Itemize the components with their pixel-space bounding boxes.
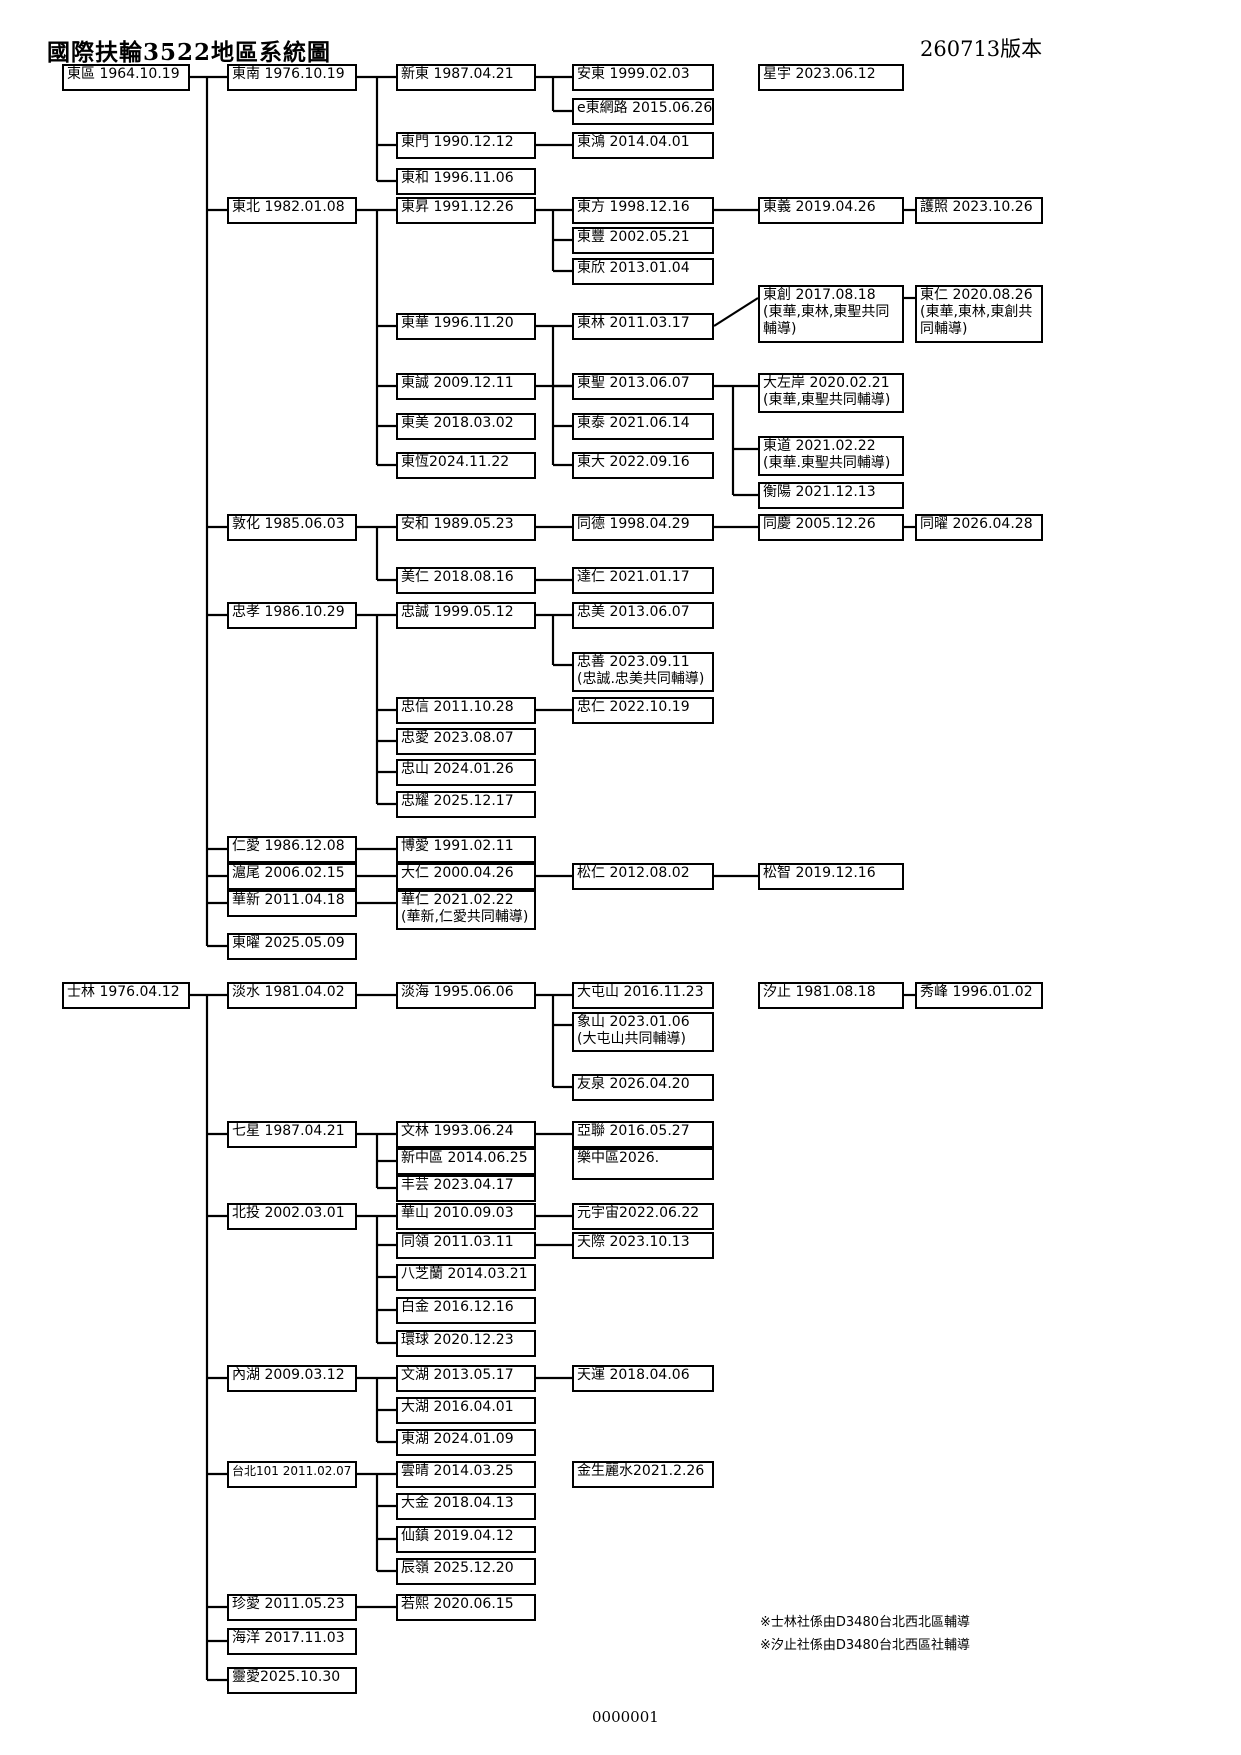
club-box-baijin: 白金 2016.12.16 xyxy=(396,1297,536,1324)
club-box-zhongshan2: 忠善 2023.09.11(忠誠.忠美共同輔導) xyxy=(572,652,714,692)
club-box-dongda: 東大 2022.09.16 xyxy=(572,452,714,479)
page-footer: 0000001 xyxy=(592,1708,659,1726)
club-box-zhongmei: 忠美 2013.06.07 xyxy=(572,602,714,629)
club-box-meiren: 美仁 2018.08.16 xyxy=(396,567,536,594)
club-box-zhongren: 忠仁 2022.10.19 xyxy=(572,697,714,724)
club-box-neihu: 內湖 2009.03.12 xyxy=(227,1365,357,1392)
club-box-wenhu: 文湖 2013.05.17 xyxy=(396,1365,536,1392)
club-box-donggeng: 東恆2024.11.22 xyxy=(396,452,536,479)
club-box-donghong: 東鴻 2014.04.01 xyxy=(572,132,714,159)
club-box-youquan: 友泉 2026.04.20 xyxy=(572,1074,714,1101)
club-box-hengyang: 衡陽 2021.12.13 xyxy=(758,482,904,509)
club-box-dongsheng2: 東聖 2013.06.07 xyxy=(572,373,714,400)
club-box-qixing: 七星 1987.04.21 xyxy=(227,1121,357,1148)
club-box-dongchuang: 東創 2017.08.18(東華,東林,東聖共同輔導) xyxy=(758,285,904,343)
club-box-jinsheng: 金生麗水2021.2.26 xyxy=(572,1461,714,1488)
club-box-xindong: 新東 1987.04.21 xyxy=(396,64,536,91)
club-box-danhai: 淡海 1995.06.06 xyxy=(396,982,536,1009)
club-box-daren: 達仁 2021.01.17 xyxy=(572,567,714,594)
club-box-lezhongqu: 樂中區2026. xyxy=(572,1148,714,1180)
club-box-xingyu: 星宇 2023.06.12 xyxy=(758,64,904,91)
club-box-dongbei: 東北 1982.01.08 xyxy=(227,197,357,224)
club-box-donghu: 東湖 2024.01.09 xyxy=(396,1429,536,1456)
club-box-boai: 博愛 1991.02.11 xyxy=(396,836,536,863)
club-box-dongmei: 東美 2018.03.02 xyxy=(396,413,536,440)
club-box-dunhua: 敦化 1985.06.03 xyxy=(227,514,357,541)
club-box-dongfeng: 東豐 2002.05.21 xyxy=(572,227,714,254)
club-box-haiyang: 海洋 2017.11.03 xyxy=(227,1628,357,1655)
club-box-donghua: 東華 1996.11.20 xyxy=(396,313,536,340)
connector-line xyxy=(713,297,759,327)
club-box-zhongshan: 忠山 2024.01.26 xyxy=(396,759,536,786)
club-box-dongren: 東仁 2020.08.26(東華,東林,東創共同輔導) xyxy=(915,285,1043,343)
club-box-yuanyuzhou: 元宇宙2022.06.22 xyxy=(572,1203,714,1230)
club-box-datunshan: 大屯山 2016.11.23 xyxy=(572,982,714,1009)
page-title: 國際扶輪3522地區系統圖 xyxy=(47,39,332,66)
club-box-bazhilan: 八芝蘭 2014.03.21 xyxy=(396,1264,536,1291)
club-box-yalian: 亞聯 2016.05.27 xyxy=(572,1121,714,1148)
club-box-tianji: 天際 2023.10.13 xyxy=(572,1232,714,1259)
club-box-dongyao: 東曜 2025.05.09 xyxy=(227,933,357,960)
club-box-huwei: 滬尾 2006.02.15 xyxy=(227,863,357,890)
club-box-tongyao: 同曜 2026.04.28 xyxy=(915,514,1043,541)
club-box-dajin: 大金 2018.04.13 xyxy=(396,1493,536,1520)
club-box-songren: 松仁 2012.08.02 xyxy=(572,863,714,890)
note-shilin: ※士林社係由D3480台北西北區輔導 xyxy=(760,1615,970,1630)
club-box-beitou: 北投 2002.03.01 xyxy=(227,1203,357,1230)
club-box-yunqing: 雲晴 2014.03.25 xyxy=(396,1461,536,1488)
club-box-taipei101: 台北101 2011.02.07 xyxy=(227,1461,357,1488)
club-box-xiangshan: 象山 2023.01.06(大屯山共同輔導) xyxy=(572,1012,714,1052)
club-box-dongtai: 東泰 2021.06.14 xyxy=(572,413,714,440)
club-box-huashan: 華山 2010.09.03 xyxy=(396,1203,536,1230)
club-box-dongcheng: 東誠 2009.12.11 xyxy=(396,373,536,400)
club-box-tongde: 同德 1998.04.29 xyxy=(572,514,714,541)
club-box-wenlin: 文林 1993.06.24 xyxy=(396,1121,536,1148)
club-box-zhongai: 忠愛 2023.08.07 xyxy=(396,728,536,755)
club-box-zhongyao: 忠耀 2025.12.17 xyxy=(396,791,536,818)
note-xizhi: ※汐止社係由D3480台北西區社輔導 xyxy=(760,1638,970,1653)
club-box-huanqiu: 環球 2020.12.23 xyxy=(396,1330,536,1357)
club-box-dongsheng: 東昇 1991.12.26 xyxy=(396,197,536,224)
club-box-xianzhen: 仙鎮 2019.04.12 xyxy=(396,1526,536,1553)
version-label: 260713版本 xyxy=(920,37,1043,61)
club-box-huaxin: 華新 2011.04.18 xyxy=(227,890,357,917)
club-box-edong: e東網路 2015.06.26 xyxy=(572,98,714,125)
club-box-huaren: 華仁 2021.02.22(華新,仁愛共同輔導) xyxy=(396,890,536,930)
club-box-songzhi: 松智 2019.12.16 xyxy=(758,863,904,890)
club-box-zhenai: 珍愛 2011.05.23 xyxy=(227,1594,357,1621)
club-box-donghe: 東和 1996.11.06 xyxy=(396,168,536,195)
club-box-andong: 安東 1999.02.03 xyxy=(572,64,714,91)
club-box-dongdao: 東道 2021.02.22(東華.東聖共同輔導) xyxy=(758,436,904,476)
club-box-zhongcheng: 忠誠 1999.05.12 xyxy=(396,602,536,629)
club-box-dongfang: 東方 1998.12.16 xyxy=(572,197,714,224)
club-box-chenling: 辰嶺 2025.12.20 xyxy=(396,1558,536,1585)
club-box-dongmen: 東門 1990.12.12 xyxy=(396,132,536,159)
club-box-xizhi: 汐止 1981.08.18 xyxy=(758,982,904,1009)
club-box-danshui: 淡水 1981.04.02 xyxy=(227,982,357,1009)
club-box-huzhao: 護照 2023.10.26 xyxy=(915,197,1043,224)
club-box-dongyi: 東義 2019.04.26 xyxy=(758,197,904,224)
club-box-dongqu: 東區 1964.10.19 xyxy=(62,64,190,91)
club-box-tongqing: 同慶 2005.12.26 xyxy=(758,514,904,541)
club-box-renai: 仁愛 1986.12.08 xyxy=(227,836,357,863)
club-box-fengyun: 丰芸 2023.04.17 xyxy=(396,1175,536,1202)
club-box-zhongxiao: 忠孝 1986.10.29 xyxy=(227,602,357,629)
club-box-dongnan: 東南 1976.10.19 xyxy=(227,64,357,91)
club-box-dazuoan: 大左岸 2020.02.21(東華,東聖共同輔導) xyxy=(758,373,904,413)
club-box-dahu: 大湖 2016.04.01 xyxy=(396,1397,536,1424)
club-box-tianyun: 天運 2018.04.06 xyxy=(572,1365,714,1392)
club-box-anhe: 安和 1989.05.23 xyxy=(396,514,536,541)
club-box-zhongxin: 忠信 2011.10.28 xyxy=(396,697,536,724)
club-box-dongxin: 東欣 2013.01.04 xyxy=(572,258,714,285)
club-box-shilin: 士林 1976.04.12 xyxy=(62,982,190,1009)
club-box-ruoxi: 若熙 2020.06.15 xyxy=(396,1594,536,1621)
club-box-lingai: 靈愛2025.10.30 xyxy=(227,1667,357,1694)
club-box-xiufeng: 秀峰 1996.01.02 xyxy=(915,982,1043,1009)
club-box-donglin: 東林 2011.03.17 xyxy=(572,313,714,340)
club-box-xinzhongqu: 新中區 2014.06.25 xyxy=(396,1148,536,1175)
club-box-daren2: 大仁 2000.04.26 xyxy=(396,863,536,890)
club-box-tongling: 同領 2011.03.11 xyxy=(396,1232,536,1259)
